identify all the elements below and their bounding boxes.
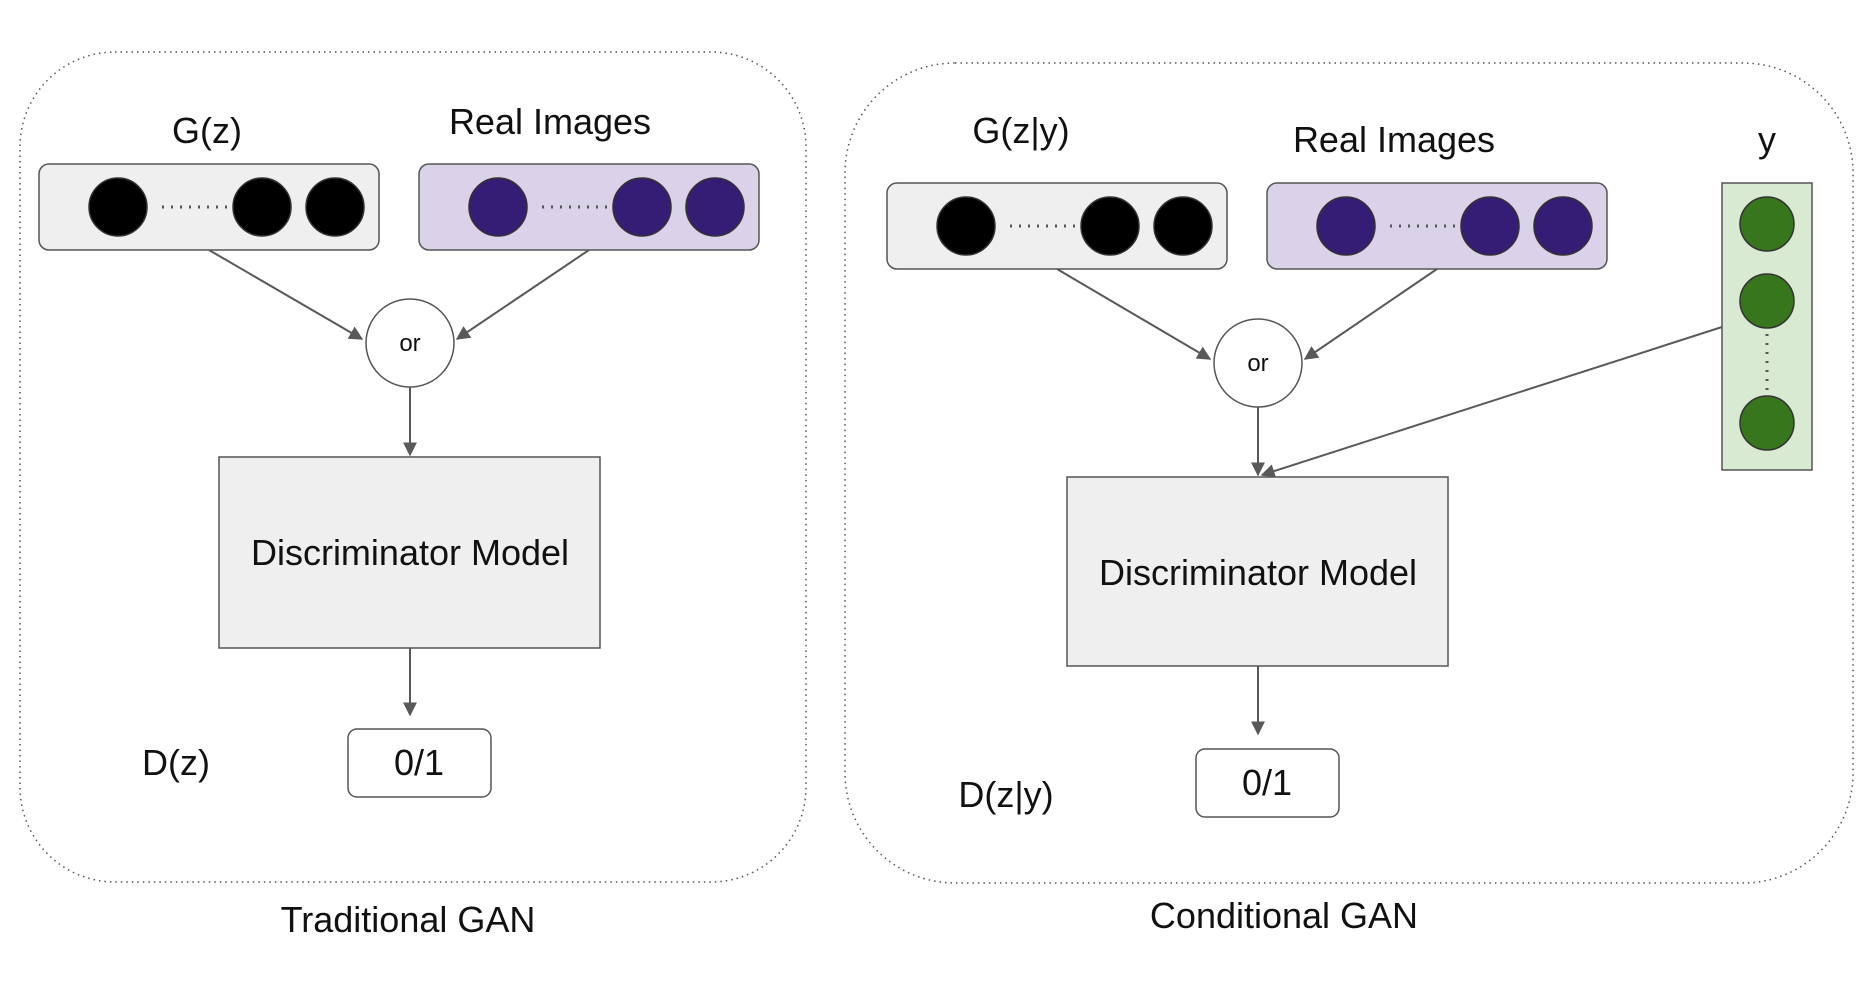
generated-node [936, 196, 996, 256]
real-node [468, 177, 528, 237]
conditional-generator-label: G(z|y) [972, 110, 1069, 151]
traditional-real-arrow [455, 249, 590, 340]
traditional-generator-label: G(z) [172, 110, 242, 151]
condition-node [1739, 273, 1795, 329]
generated-node [1080, 196, 1140, 256]
condition-label: y [1758, 119, 1776, 160]
condition-to-model-arrow [1260, 326, 1723, 478]
condition-vector [1721, 182, 1813, 471]
generated-node [88, 177, 148, 237]
conditional-or-label: or [1247, 350, 1268, 377]
generated-node [1153, 196, 1213, 256]
condition-node [1739, 395, 1795, 451]
conditional-output-label: D(z|y) [958, 774, 1053, 815]
traditional-output-value: 0/1 [394, 742, 444, 783]
conditional-discriminator-box [1066, 476, 1449, 667]
traditional-generated-arrow [208, 249, 364, 340]
condition-node [1739, 196, 1795, 252]
generated-node [305, 177, 365, 237]
conditional-gan-frame [844, 62, 1854, 884]
traditional-real-samples [418, 163, 760, 251]
generated-node [232, 177, 292, 237]
conditional-real-arrow [1303, 268, 1438, 360]
conditional-gan-panel: G(z|y) Real Images y [844, 62, 1854, 936]
real-node [1316, 196, 1376, 256]
traditional-output-box [347, 728, 492, 798]
real-node [612, 177, 672, 237]
traditional-output-label: D(z) [142, 742, 210, 783]
traditional-or-label: or [399, 330, 420, 357]
traditional-gan-caption: Traditional GAN [281, 899, 536, 940]
traditional-gan-panel: G(z) Real Images or Discriminator Model [19, 51, 807, 940]
traditional-real-images-label: Real Images [449, 101, 651, 142]
real-node [685, 177, 745, 237]
conditional-generated-samples [886, 182, 1228, 270]
real-node [1460, 196, 1520, 256]
traditional-discriminator-label: Discriminator Model [251, 532, 569, 573]
conditional-real-samples [1266, 182, 1608, 270]
traditional-gan-frame [19, 51, 807, 883]
conditional-discriminator-label: Discriminator Model [1099, 552, 1417, 593]
conditional-gan-caption: Conditional GAN [1150, 895, 1418, 936]
traditional-generated-samples [38, 163, 380, 251]
conditional-real-images-label: Real Images [1293, 119, 1495, 160]
conditional-output-box [1195, 748, 1340, 818]
traditional-discriminator-box [218, 456, 601, 649]
conditional-generated-arrow [1056, 268, 1212, 360]
real-node [1533, 196, 1593, 256]
conditional-output-value: 0/1 [1242, 762, 1292, 803]
